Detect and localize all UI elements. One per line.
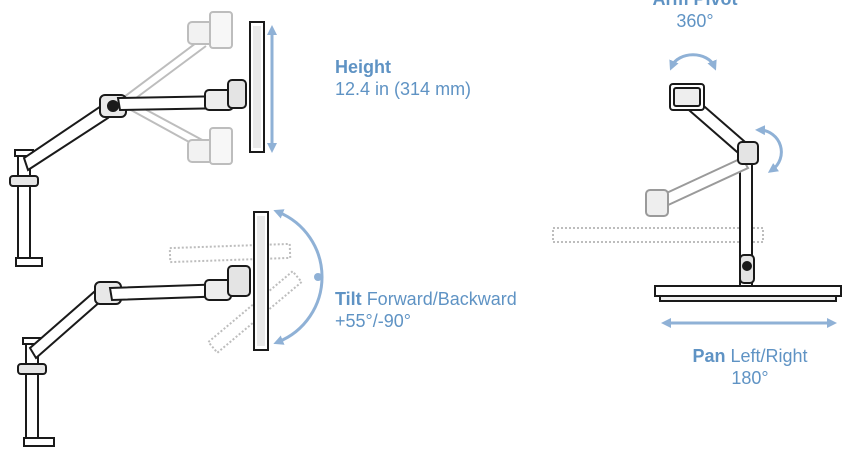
lower-arm [22, 94, 127, 172]
joint-rotation-arrow [755, 125, 783, 173]
height-label: Height 12.4 in (314 mm) [335, 56, 471, 100]
pan-title: Pan [692, 346, 726, 366]
tilt-arrow-arc [273, 209, 324, 345]
ghost-tilt-positions [168, 242, 304, 355]
base-plate [654, 285, 842, 302]
pan-label: Pan Left/Right 180° [650, 345, 850, 389]
pan-value: 180° [731, 368, 769, 388]
pivot-pan-illustration [552, 53, 842, 328]
tilt-adjust-illustration [17, 209, 324, 447]
tilt-title: Tilt [335, 289, 362, 309]
upper-arm [116, 79, 247, 112]
height-adjust-illustration [9, 11, 277, 267]
height-value: 12.4 in (314 mm) [335, 79, 472, 99]
lower-arm-right [645, 156, 750, 217]
upper-arm-tilt [108, 265, 251, 302]
height-title: Height [335, 57, 391, 77]
tilt-label: Tilt Forward/Backward +55°/-90° [335, 288, 517, 332]
pole-and-clamp [9, 149, 43, 267]
upper-arm-right [669, 83, 759, 165]
pan-desc: Left/Right [730, 346, 808, 366]
ghost-arm-positions [119, 11, 233, 165]
monitor-side-height [249, 21, 265, 153]
monitor-side-tilt [253, 211, 269, 351]
lower-arm-tilt [28, 281, 122, 360]
monitor-top-view [552, 227, 764, 243]
tilt-desc: Forward/Backward [366, 289, 517, 309]
tilt-arc-dot [314, 273, 322, 281]
pivot-title: Arm Pivot [652, 0, 737, 9]
pivot-rotation-arrow [669, 53, 717, 71]
tilt-value: +55°/-90° [335, 311, 411, 331]
pole-and-clamp-tilt [17, 337, 55, 447]
pole-right [739, 147, 755, 287]
pivot-value: 360° [676, 11, 714, 31]
arm-pivot-label: Arm Pivot 360° [620, 0, 770, 32]
